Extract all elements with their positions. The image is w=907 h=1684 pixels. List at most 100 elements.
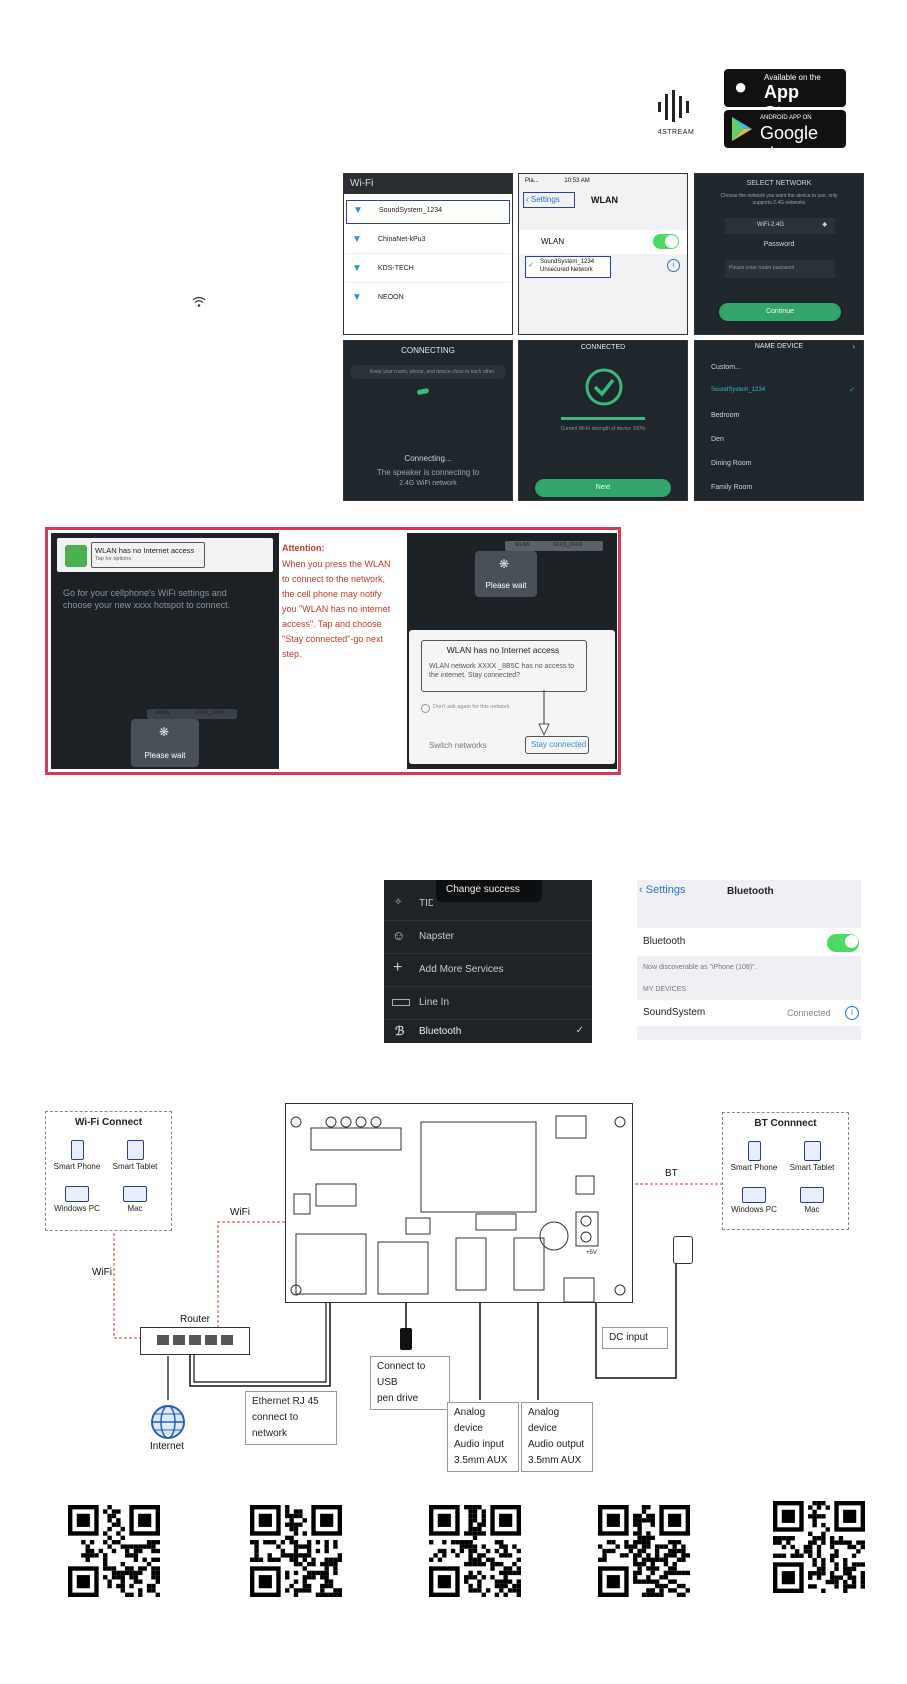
checkbox-icon [421, 704, 430, 713]
next-button[interactable]: Next [535, 479, 671, 497]
qr-code-2 [250, 1505, 342, 1597]
status-carrier: Pla... [525, 178, 539, 184]
info-icon[interactable]: i [845, 1006, 859, 1020]
bt-toggle[interactable] [827, 934, 859, 952]
router-ports-icon [157, 1335, 233, 1345]
device-windows-pc: Windows PC [50, 1186, 104, 1213]
wlan-tag-top: WLAN [515, 542, 530, 548]
analog-in-line3: 3.5mm AUX [454, 1455, 508, 1466]
qr-2 [250, 1505, 342, 1597]
bt-title: Bluetooth [727, 886, 774, 897]
back-label: Settings [530, 195, 560, 204]
source-item-linein[interactable]: Line In [384, 989, 592, 1020]
ios-back-button[interactable]: ‹ Settings [523, 192, 575, 208]
play-triangle-icon [732, 117, 752, 141]
wifi-item-1[interactable]: ▼ ChinaNet-kPu3 [346, 229, 510, 254]
attention-right-screen: WLAN XXXX_XXXX ❋ Please wait WLAN has no… [407, 533, 617, 769]
device-label: Smart Tablet [789, 1163, 835, 1172]
name-option-3[interactable]: Den [711, 436, 724, 443]
instruction-line1: Go for your cellphone's WiFi settings an… [63, 588, 227, 598]
stay-connected-button[interactable]: Stay connected [525, 736, 589, 754]
qr-code-1 [68, 1505, 160, 1597]
checkbox-label: Don't ask again for this network [433, 704, 510, 710]
dialog-checkbox-row[interactable]: Don't ask again for this network [421, 704, 571, 714]
device-label: Smart Tablet [112, 1162, 158, 1171]
wlan-network-row[interactable]: ✓ SoundSystem_1234 Unsecured Network [525, 256, 611, 278]
spinner-icon: ❋ [159, 725, 170, 739]
strength-bar [561, 417, 645, 420]
device-smart-phone: Smart Phone [50, 1140, 104, 1171]
chevron-right-icon[interactable]: › [852, 342, 855, 351]
name-option-4[interactable]: Dining Room [711, 460, 752, 467]
board-5v-label: +5V [586, 1250, 597, 1256]
bt-discoverable: Now discoverable as "iPhone (108)". [643, 964, 757, 971]
source-item-add[interactable]: + Add More Services [384, 956, 592, 987]
power-plug-icon [673, 1236, 693, 1264]
wifi-item-3[interactable]: ▼ NEOON [346, 287, 510, 311]
attention-body: When you press the WLAN to connect to th… [282, 559, 391, 659]
wifi-item-label: SoundSystem_1234 [379, 207, 443, 214]
name-option-0[interactable]: Custom... [711, 364, 741, 371]
device-smart-tablet: Smart Tablet [108, 1140, 162, 1171]
qr-code-5 [773, 1501, 865, 1593]
analog-input-box: Analog device Audio input 3.5mm AUX [447, 1402, 519, 1472]
bt-toggle-label: Bluetooth [643, 936, 686, 947]
wlan-toggle[interactable] [653, 234, 679, 249]
select-network-subtitle: Choose the network you want the device t… [720, 193, 838, 206]
wifi-connect-title: Wi-Fi Connect [74, 1117, 143, 1128]
password-input[interactable]: Please enter router password [725, 260, 835, 278]
qr-code-4 [598, 1505, 690, 1597]
instruction-line2: choose your new xxxx hotspot to connect. [63, 600, 231, 610]
app-store-badge[interactable]: ● Available on the App Store [724, 69, 846, 123]
name-option-1[interactable]: SoundSystem_1234 [711, 387, 766, 393]
toast-text: Change success [446, 884, 520, 895]
select-network-screen: SELECT NETWORK Choose the network you wa… [694, 173, 864, 335]
wifi-connect-box: Wi-Fi Connect Smart Phone Smart Tablet W… [45, 1111, 172, 1231]
please-wait-card-top: ❋ Please wait [475, 551, 537, 597]
tidal-icon: ✧ [394, 897, 403, 908]
wlan-toggle-label: WLAN [541, 237, 565, 246]
device-label: Mac [804, 1205, 820, 1214]
analog-output-box: Analog device Audio output 3.5mm AUX [521, 1402, 593, 1472]
source-item-napster[interactable]: ☺ Napster [384, 923, 592, 954]
wifi-item-2[interactable]: ▼ KDS-TECH [346, 258, 510, 283]
monitor-icon [800, 1187, 824, 1203]
connecting-title: CONNECTING [401, 346, 455, 355]
wifi-item-label: KDS-TECH [378, 265, 414, 272]
logo-text: 4STREAM [657, 129, 695, 136]
usb-line1: Connect to USB [377, 1361, 426, 1388]
bt-connect-title: BT Connnect [754, 1118, 817, 1129]
strength-text: Current Wi-Fi strength of device 100% [560, 426, 646, 432]
wlan-ssid-top: XXXX_XXXX [553, 542, 583, 548]
device-mac: Mac [108, 1186, 162, 1213]
name-option-5[interactable]: Family Room [711, 484, 753, 491]
name-option-2[interactable]: Bedroom [711, 412, 740, 419]
wifi-item-0[interactable]: ▼ SoundSystem_1234 [346, 200, 510, 224]
stay-connected-label: Stay connected [531, 740, 587, 749]
wifi-signal-icon: ▼ [352, 292, 362, 303]
wifi-list-screen: Wi-Fi ▼ SoundSystem_1234 ▼ ChinaNet-kPu3… [343, 173, 513, 335]
toast: Change success [436, 880, 542, 902]
source-label: Add More Services [419, 964, 504, 975]
source-item-tidal[interactable]: ✧ TIDAL [384, 890, 592, 921]
info-icon[interactable]: i [667, 259, 680, 272]
bt-back-button[interactable]: ‹ Settings [639, 884, 686, 896]
notification-card[interactable]: WLAN has no Internet access Tap for opti… [57, 538, 273, 572]
analog-out-line3: 3.5mm AUX [528, 1455, 582, 1466]
connecting-line2: 2.4G WiFi network [399, 480, 457, 487]
google-play-badge[interactable]: ANDROID APP ON Google play [724, 110, 846, 164]
network-select[interactable]: WiFi-2.4G ◆ [725, 218, 835, 234]
source-item-bluetooth[interactable]: ℬ Bluetooth ✓ [384, 1022, 592, 1043]
bt-device-row[interactable]: SoundSystem Connected i [637, 1000, 861, 1026]
check-icon: ✓ [528, 262, 534, 269]
switch-networks-button[interactable]: Switch networks [429, 741, 487, 750]
continue-button[interactable]: Continue [719, 303, 841, 321]
wifi-signal-icon: ▼ [353, 205, 363, 216]
connecting-hint: Keep your router, phone, and device clos… [370, 369, 495, 375]
globe-icon [151, 1405, 185, 1439]
connecting-spinner-icon [416, 387, 430, 396]
attention-panel: WLAN has no Internet access Tap for opti… [45, 527, 621, 775]
wlan-tag: WLAN [155, 710, 170, 716]
connecting-line1: The speaker is connecting to [376, 468, 480, 477]
wlan-toggle-row: WLAN [519, 230, 687, 254]
